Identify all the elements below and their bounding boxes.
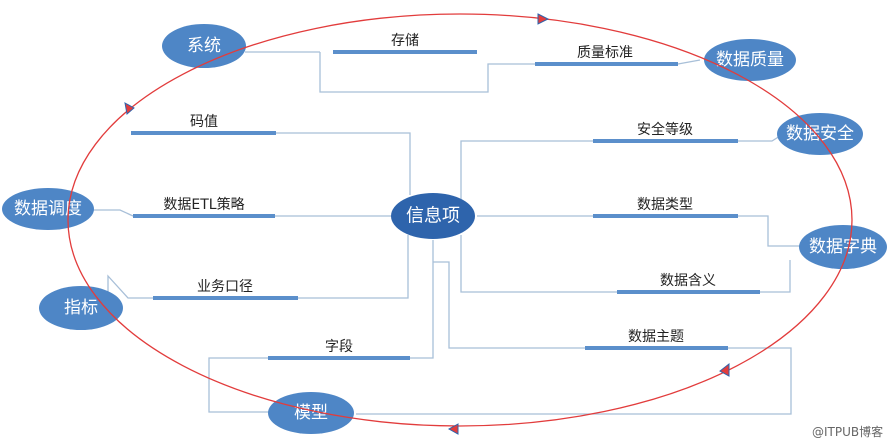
node-data-scheduling-label: 数据调度 <box>14 199 82 219</box>
orbit-arrows <box>124 13 730 435</box>
connector-security-level <box>460 140 593 215</box>
node-center-label: 信息项 <box>406 206 460 227</box>
diagram-nodes: 系统 数据质量 数据安全 数据调度 信息项 数据字典 指标 模型 <box>2 24 887 434</box>
node-data-quality: 数据质量 <box>704 39 796 81</box>
connector-data-subject <box>433 261 585 349</box>
orbit-ellipse <box>67 13 853 427</box>
node-data-security-label: 数据安全 <box>786 124 854 144</box>
label-quality-standard: 质量标准 <box>577 45 633 61</box>
connector-business-caliber <box>298 235 409 299</box>
label-texts: 存储 质量标准 码值 安全等级 数据ETL策略 数据类型 业务口径 数据含义 字… <box>163 33 716 355</box>
node-center: 信息项 <box>391 193 475 239</box>
node-model: 模型 <box>268 392 354 434</box>
connector-quality-standard <box>433 63 535 93</box>
label-code-value: 码值 <box>190 114 218 130</box>
connector-etl-scheduling <box>93 209 134 217</box>
connector-storage <box>319 52 433 93</box>
orbit-arrow-top <box>537 13 550 25</box>
node-system: 系统 <box>162 24 246 68</box>
connector-data-type-dict <box>738 215 805 247</box>
connector-code-value <box>273 132 411 195</box>
connector-lines <box>93 51 805 415</box>
orbit-arrow-right <box>719 362 730 377</box>
node-indicator: 指标 <box>39 286 123 330</box>
connector-meaning-dict <box>760 260 791 293</box>
node-system-label: 系统 <box>187 36 221 56</box>
label-field: 字段 <box>325 339 353 355</box>
connector-data-meaning <box>460 235 617 293</box>
connector-subject-model <box>356 347 792 415</box>
node-data-security: 数据安全 <box>777 113 863 155</box>
orbit-arrow-left <box>124 102 135 115</box>
orbit-arrow-bottom <box>447 423 459 435</box>
label-data-subject: 数据主题 <box>628 329 684 345</box>
connector-field-model <box>208 357 272 413</box>
label-security-level: 安全等级 <box>637 121 693 138</box>
label-bars <box>131 50 760 360</box>
label-etl-strategy: 数据ETL策略 <box>163 196 244 213</box>
label-data-meaning: 数据含义 <box>660 273 716 289</box>
node-data-scheduling: 数据调度 <box>2 188 94 230</box>
label-business-caliber: 业务口径 <box>197 279 253 295</box>
node-data-dictionary-label: 数据字典 <box>809 237 877 257</box>
label-data-type: 数据类型 <box>637 197 693 213</box>
node-data-quality-label: 数据质量 <box>716 50 784 70</box>
connector-security-node <box>738 135 781 142</box>
watermark: @ITPUB博客 <box>812 424 883 439</box>
label-storage: 存储 <box>391 33 419 49</box>
connector-quality-node <box>677 59 701 65</box>
node-indicator-label: 指标 <box>64 298 98 318</box>
connector-field <box>410 240 434 359</box>
node-data-dictionary: 数据字典 <box>799 225 887 269</box>
